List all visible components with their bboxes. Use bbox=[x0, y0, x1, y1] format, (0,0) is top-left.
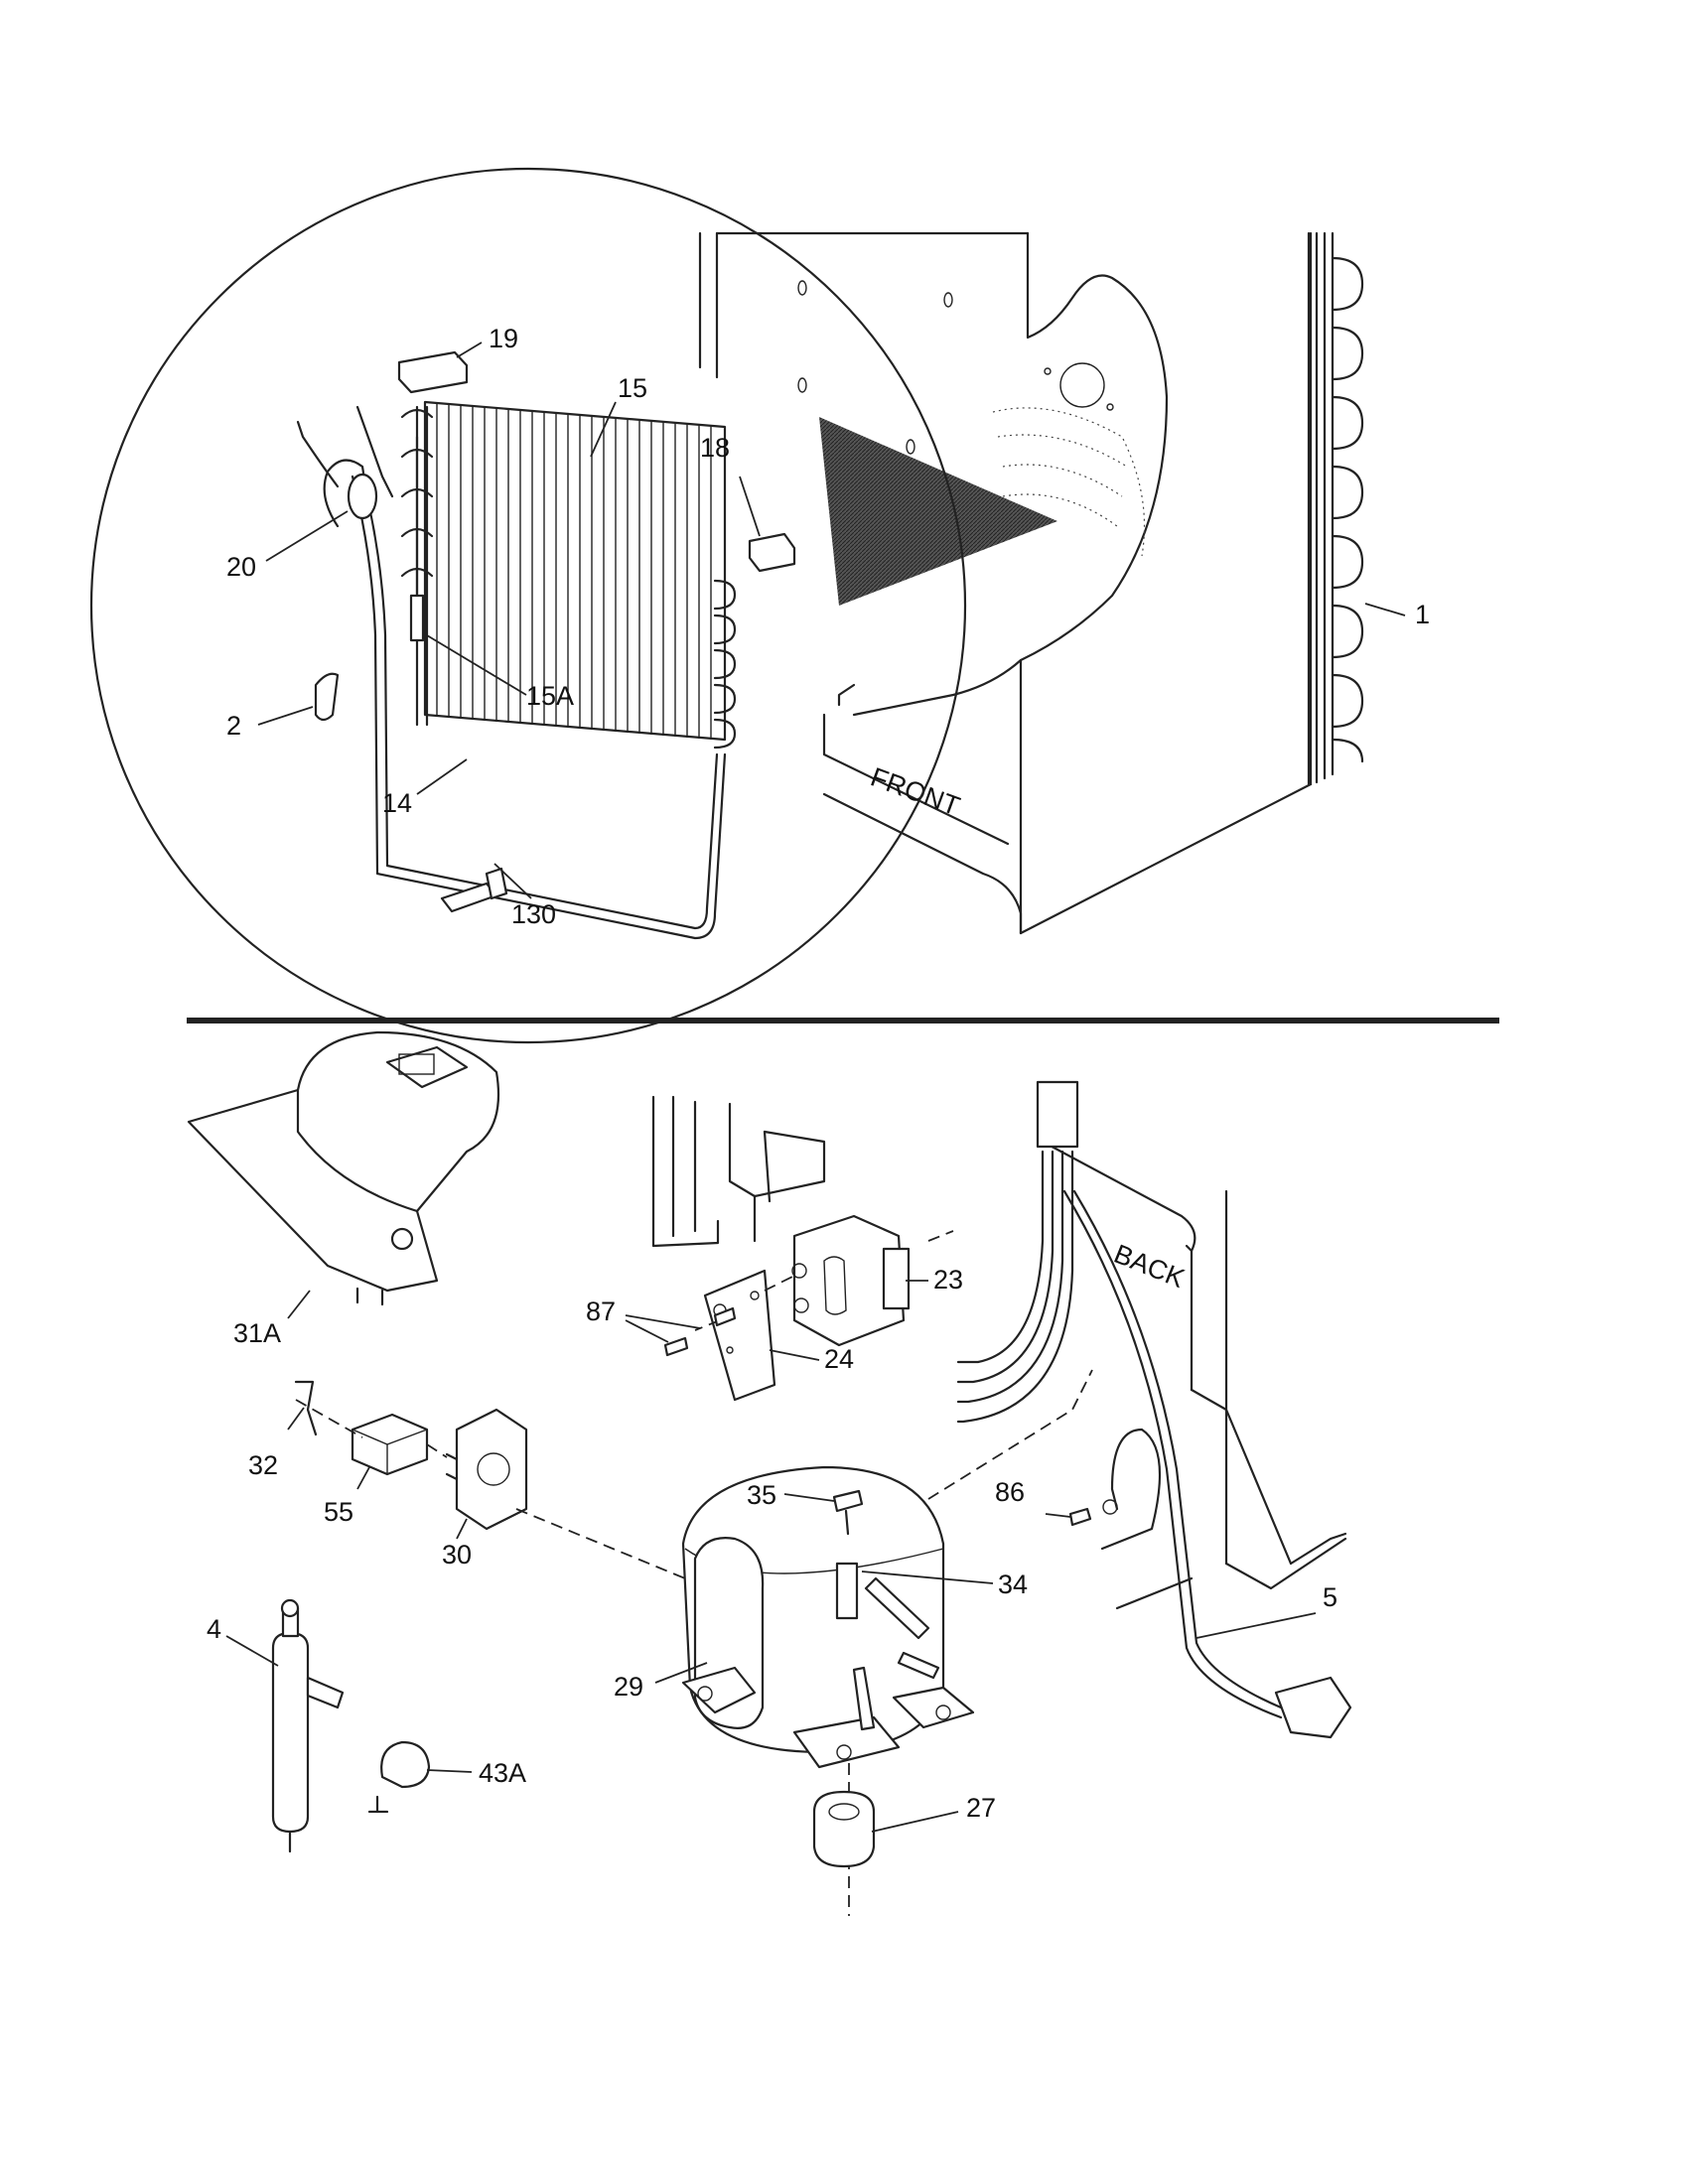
drain-grommet bbox=[440, 867, 508, 913]
screws-87 bbox=[663, 1306, 737, 1357]
callout-1: 1 bbox=[1415, 600, 1430, 629]
clip-32 bbox=[294, 1380, 318, 1436]
top-leaders bbox=[257, 341, 1406, 899]
callout-15: 15 bbox=[618, 373, 647, 403]
callout-34: 34 bbox=[998, 1570, 1028, 1599]
callout-30: 30 bbox=[442, 1540, 472, 1570]
bracket-24 bbox=[694, 1269, 795, 1402]
callout-15A: 15A bbox=[526, 681, 574, 711]
condenser-coil bbox=[1307, 231, 1364, 786]
wiring-harness bbox=[956, 1080, 1352, 1739]
callout-20: 20 bbox=[226, 552, 256, 582]
callout-27: 27 bbox=[966, 1793, 996, 1823]
callout-4: 4 bbox=[207, 1614, 221, 1644]
overload-55 bbox=[351, 1413, 429, 1476]
evaporator bbox=[400, 400, 737, 750]
relay-30 bbox=[445, 1408, 528, 1531]
callout-55: 55 bbox=[324, 1497, 353, 1527]
filter-drier bbox=[271, 1598, 345, 1853]
callout-19: 19 bbox=[489, 324, 518, 353]
detail-projection bbox=[819, 417, 1057, 606]
relay-23 bbox=[791, 1214, 911, 1347]
clip-2 bbox=[314, 672, 340, 722]
callout-24: 24 bbox=[824, 1344, 854, 1374]
part-19-block bbox=[397, 350, 469, 394]
callout-5: 5 bbox=[1323, 1582, 1337, 1612]
bottom-leaders bbox=[225, 1280, 1317, 1833]
callout-86: 86 bbox=[995, 1477, 1025, 1507]
compressor bbox=[681, 1465, 975, 1769]
callout-23: 23 bbox=[933, 1265, 963, 1295]
grommet-27 bbox=[812, 1790, 876, 1868]
callout-32: 32 bbox=[248, 1450, 278, 1480]
callout-87: 87 bbox=[586, 1297, 616, 1326]
callout-labels: 19 15 18 20 15A 2 14 130 1 31A 87 23 24 … bbox=[207, 324, 1430, 1823]
callout-31A: 31A bbox=[233, 1318, 281, 1348]
callout-2: 2 bbox=[226, 711, 241, 741]
drain-wire bbox=[296, 405, 727, 940]
callout-130: 130 bbox=[511, 899, 556, 929]
evaporator-detail-circle bbox=[89, 167, 967, 1044]
callout-43A: 43A bbox=[479, 1758, 526, 1788]
callout-14: 14 bbox=[382, 788, 412, 818]
ice-bucket bbox=[187, 1030, 500, 1306]
callout-35: 35 bbox=[747, 1480, 776, 1510]
callout-18: 18 bbox=[700, 433, 730, 463]
front-label: FRONT bbox=[867, 761, 964, 821]
screw-86 bbox=[1068, 1499, 1118, 1527]
tube-clamp bbox=[367, 1740, 431, 1814]
callout-29: 29 bbox=[614, 1672, 643, 1702]
refrigerator-cabinet: FRONT bbox=[698, 231, 1364, 935]
part-18-block bbox=[748, 532, 796, 573]
